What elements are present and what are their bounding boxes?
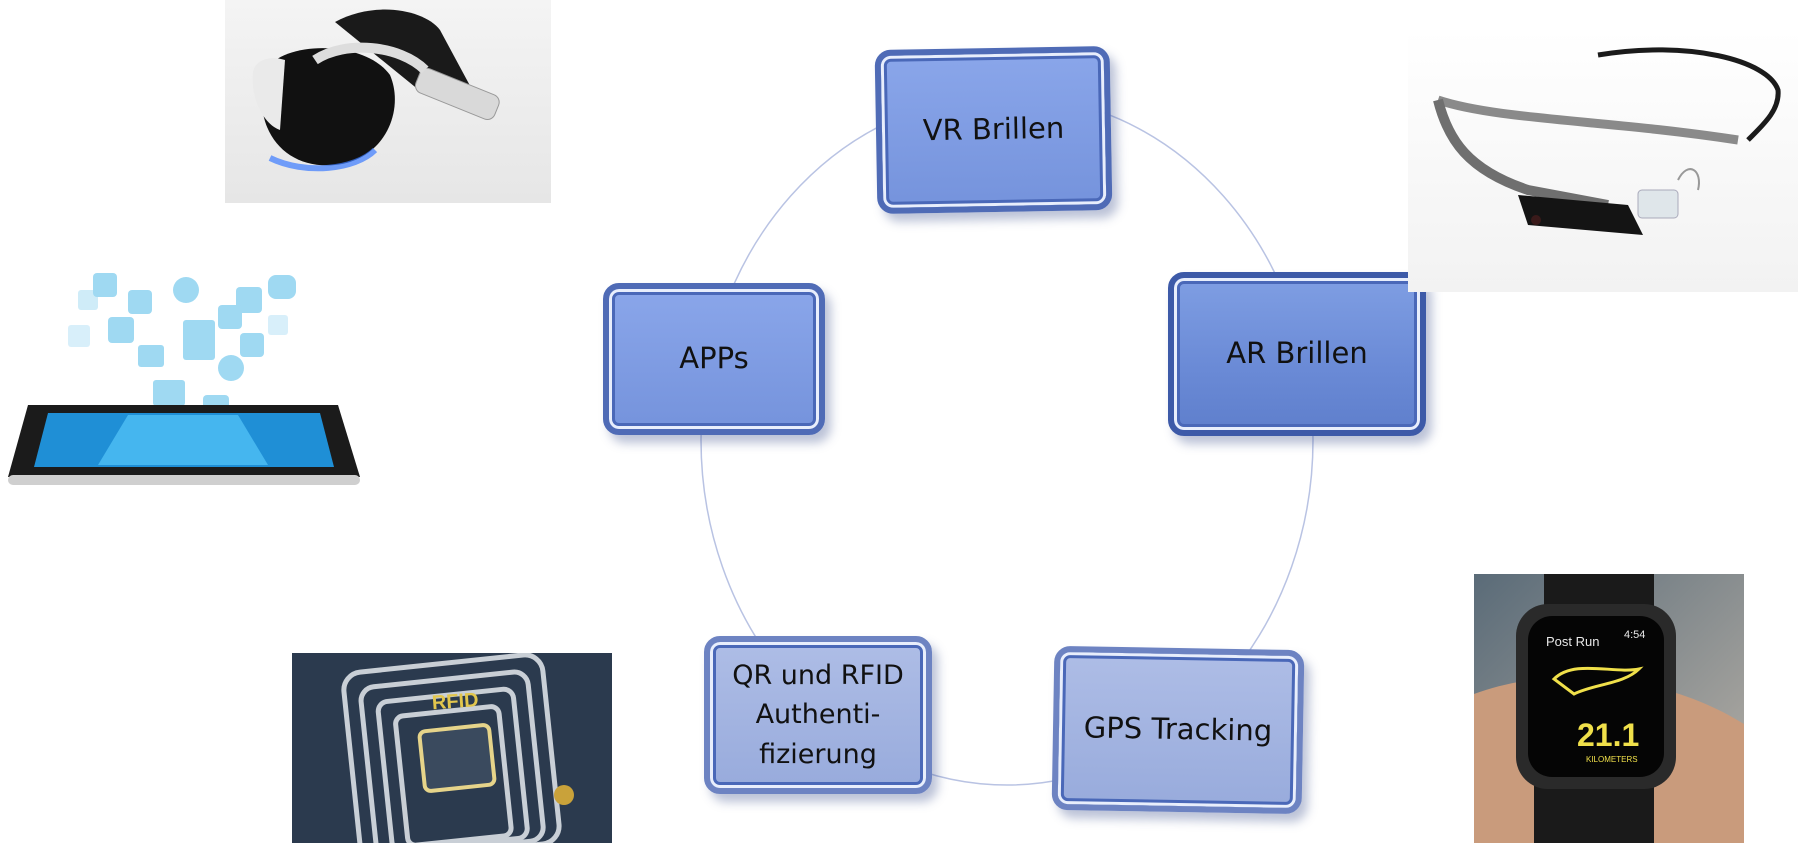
node-qr-rfid: QR und RFID Authenti- fizierung <box>704 636 932 794</box>
watch-distance: 21.1 <box>1577 717 1639 753</box>
node-gps-tracking: GPS Tracking <box>1051 645 1305 815</box>
tablet-apps-image <box>8 265 360 490</box>
rfid-chip-text: RFID <box>431 689 479 714</box>
node-apps: APPs <box>603 283 825 435</box>
smartwatch-image: Post Run 4:54 21.1 KILOMETERS <box>1474 574 1744 843</box>
node-qr-rfid-label: QR und RFID Authenti- fizierung <box>732 656 904 773</box>
node-qr-rfid-line-3: fizierung <box>759 738 877 770</box>
node-vr-brillen-label: VR Brillen <box>922 110 1065 148</box>
node-apps-label: APPs <box>679 341 749 376</box>
node-ar-brillen-label: AR Brillen <box>1226 336 1368 371</box>
watch-title: Post Run <box>1546 634 1599 649</box>
node-gps-tracking-label: GPS Tracking <box>1083 710 1273 748</box>
rfid-chip-image: RFID <box>292 653 612 843</box>
vr-headset-image <box>225 0 551 203</box>
watch-unit: KILOMETERS <box>1586 755 1638 764</box>
node-qr-rfid-line-2: Authenti- <box>755 699 881 731</box>
node-ar-brillen: AR Brillen <box>1168 272 1426 436</box>
watch-time: 4:54 <box>1624 629 1645 641</box>
node-qr-rfid-line-1: QR und RFID <box>732 660 904 692</box>
node-vr-brillen: VR Brillen <box>874 45 1113 215</box>
smart-glasses-image <box>1408 30 1798 292</box>
